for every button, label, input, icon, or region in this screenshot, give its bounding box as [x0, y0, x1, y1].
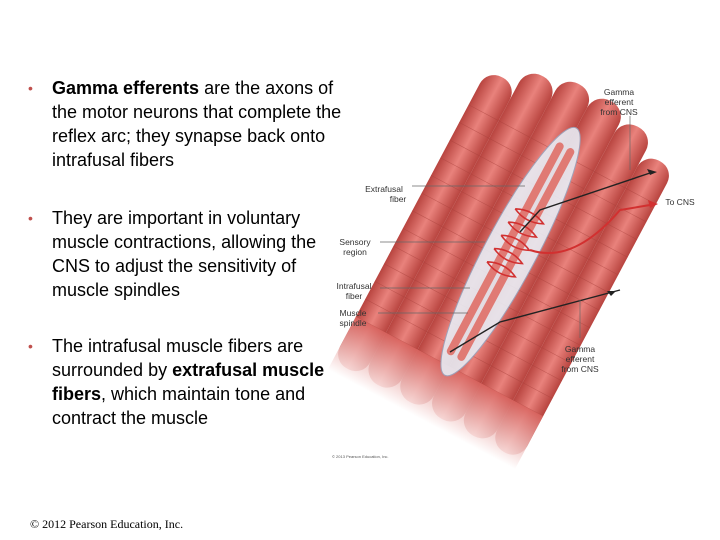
- bullet-marker: •: [28, 80, 33, 96]
- label-intrafusal-fiber: Intrafusal fiber: [330, 281, 378, 301]
- bullet-2-text: They are important in voluntary muscle c…: [52, 208, 317, 300]
- bullet-marker: •: [28, 210, 33, 226]
- label-line: spindle: [339, 318, 367, 328]
- bullet-gamma-efferents: • Gamma efferents are the axons of the m…: [28, 76, 342, 172]
- label-gamma-efferent-bottom: Gamma efferent from CNS: [554, 344, 606, 374]
- label-line: Extrafusal: [365, 184, 403, 194]
- label-sensory-region: Sensory region: [332, 237, 378, 257]
- label-line: region: [343, 247, 367, 257]
- sensory-region: [486, 208, 546, 278]
- bullet-1-bold: Gamma efferents: [52, 78, 200, 98]
- footer-copyright: © 2012 Pearson Education, Inc.: [30, 517, 184, 531]
- muscle-spindle: [440, 126, 581, 377]
- label-line: Muscle: [339, 308, 367, 318]
- muscle-spindle-figure: Gamma efferent from CNS Extrafusal fiber…: [320, 60, 720, 470]
- extrafusal-fiber-bundle: [327, 73, 669, 470]
- bullet-3-bold: extrafusal muscle fibers: [52, 360, 325, 404]
- label-line: Gamma: [603, 87, 635, 97]
- label-line: Intrafusal: [336, 281, 372, 291]
- muscle-illustration: [327, 73, 669, 470]
- label-extrafusal-fiber: Extrafusal fiber: [355, 184, 413, 204]
- label-line: efferent: [565, 354, 595, 364]
- bullet-1-text: are the axons of the motor neurons that …: [52, 78, 342, 170]
- sensory-nerve: [529, 204, 651, 255]
- label-line: Gamma: [564, 344, 596, 354]
- label-line: Sensory: [339, 237, 371, 247]
- label-line: To CNS: [665, 197, 695, 207]
- label-line: from CNS: [600, 107, 638, 117]
- label-line: fiber: [389, 194, 407, 204]
- label-line: fiber: [345, 291, 363, 301]
- bullet-3-text-before: The intrafusal muscle fibers are surroun…: [52, 336, 304, 380]
- label-line: efferent: [604, 97, 634, 107]
- bullet-3-text-after: , which maintain tone and contract the m…: [52, 384, 306, 428]
- label-to-cns: To CNS: [660, 197, 700, 207]
- label-gamma-efferent-top: Gamma efferent from CNS: [595, 87, 643, 117]
- label-line: from CNS: [561, 364, 599, 374]
- figure-credit: © 2013 Pearson Education, Inc.: [332, 454, 389, 459]
- intrafusal-fiber: [446, 142, 564, 356]
- label-muscle-spindle: Muscle spindle: [330, 308, 376, 328]
- gamma-efferent-top-nerve: [519, 172, 651, 233]
- bullet-voluntary-contractions: • They are important in voluntary muscle…: [28, 206, 342, 302]
- bullet-extrafusal-fibers: • The intrafusal muscle fibers are surro…: [28, 334, 342, 430]
- bullet-marker: •: [28, 338, 33, 354]
